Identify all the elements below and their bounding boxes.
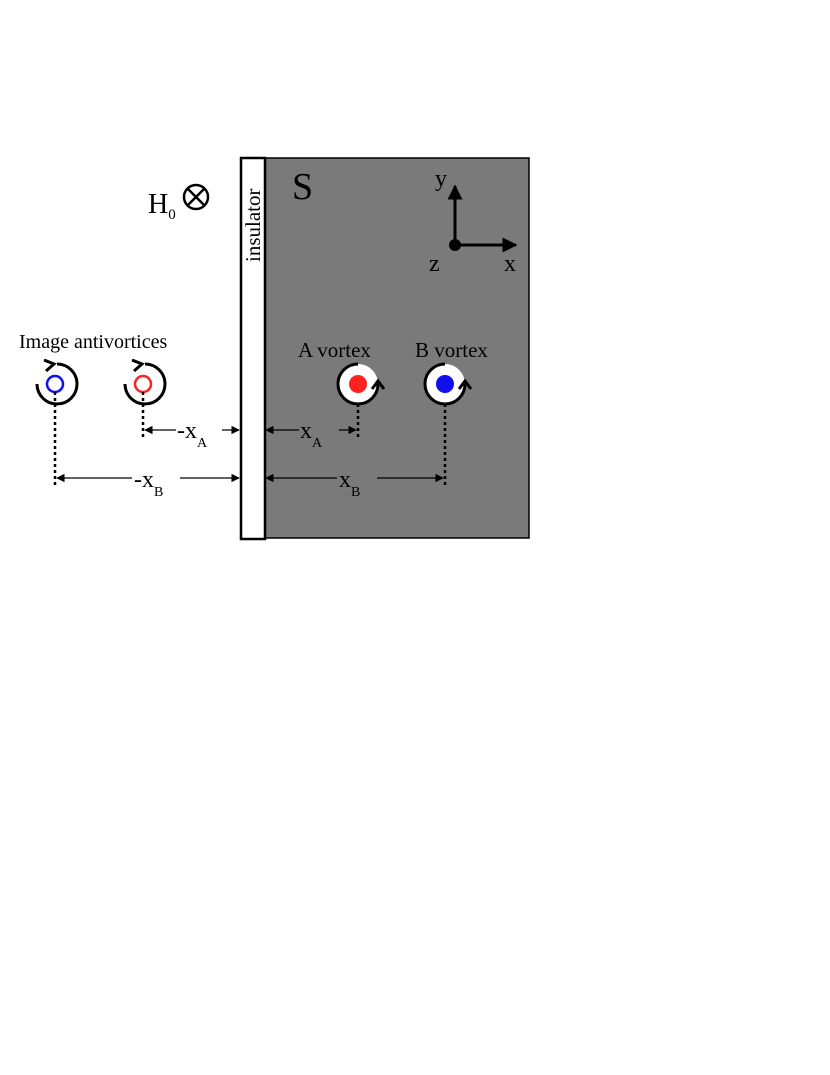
image-antivortex-a: [123, 358, 167, 406]
dist-xa-label: xA: [300, 418, 323, 451]
dist-xb-subscript: B: [351, 485, 360, 500]
vortex-a: [336, 362, 386, 406]
vortex-a-core: [349, 375, 367, 393]
dist-neg-xb-label: -xB: [134, 467, 163, 500]
axes-icon: [447, 184, 518, 253]
field-label: H0: [148, 189, 176, 223]
dist-xa-subscript: A: [312, 436, 323, 451]
field-subscript: 0: [168, 207, 176, 223]
dist-neg-xa-subscript: A: [197, 436, 208, 451]
field-into-page-icon: [182, 183, 210, 211]
axis-z-label: z: [429, 251, 440, 277]
image-antivortices-label: Image antivortices: [19, 331, 167, 353]
superconductor-label: S: [292, 166, 313, 208]
vortex-b: [423, 362, 473, 406]
dist-neg-xa-label: -xA: [177, 418, 208, 451]
image-antivortex-b: [35, 358, 79, 406]
insulator-strip: [239, 156, 267, 541]
axis-x-label: x: [504, 251, 516, 277]
vortex-b-label: B vortex: [415, 338, 488, 362]
dist-neg-xb-subscript: B: [154, 485, 163, 500]
dist-xb-label: xB: [339, 467, 360, 500]
vortex-b-core: [436, 375, 454, 393]
vortex-a-label: A vortex: [298, 338, 371, 362]
axis-y-label: y: [435, 166, 447, 192]
insulator-label: insulator: [241, 189, 265, 263]
